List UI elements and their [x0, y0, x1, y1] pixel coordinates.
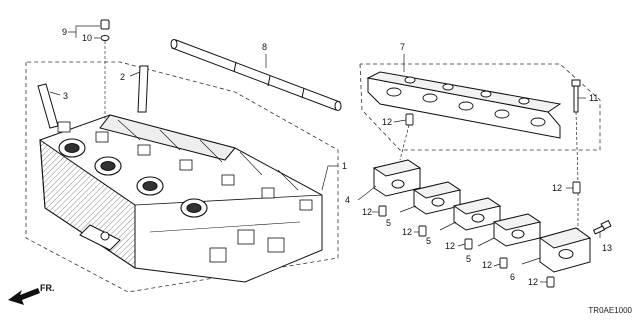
part-label-6: 6	[510, 272, 515, 282]
part-label-12: 12	[482, 260, 492, 270]
part-label-12: 12	[402, 227, 412, 237]
part-label-7: 7	[400, 42, 405, 52]
front-marker-label: FR.	[40, 283, 55, 293]
head-bosses	[57, 121, 313, 263]
holder-cap-4	[372, 159, 422, 197]
part-label-10: 10	[82, 33, 92, 43]
bolt-11	[571, 79, 581, 113]
holder-cap-5a	[412, 181, 462, 215]
part-labels: 9 10 2 3 8 7 11 1 4 5 5 5 6 13 12 12 12 …	[62, 27, 612, 287]
holder-caps	[372, 159, 592, 273]
part-label-9: 9	[62, 27, 67, 37]
part-label-5c: 5	[466, 254, 471, 264]
holder-cap-5c	[492, 213, 542, 247]
part-label-12: 12	[445, 241, 455, 251]
cylinder-head	[39, 114, 323, 283]
holder-lobes	[386, 76, 546, 127]
cylinder-head-frame	[25, 61, 339, 293]
dowel-pins	[378, 113, 581, 288]
part-label-13: 13	[602, 243, 612, 253]
head-fins	[117, 119, 299, 191]
holder-cap-5b	[452, 197, 502, 231]
bolt-13	[592, 219, 612, 235]
part-label-12: 12	[362, 207, 372, 217]
stud-bolts	[37, 65, 149, 129]
front-direction-marker: FR.	[8, 283, 55, 305]
part-label-12: 12	[528, 277, 538, 287]
intake-ports	[58, 138, 208, 218]
part-label-12: 12	[552, 183, 562, 193]
front-arrow-icon	[8, 288, 40, 305]
part-label-4: 4	[345, 195, 350, 205]
part-label-12: 12	[382, 117, 392, 127]
part-label-8: 8	[262, 42, 267, 52]
cap-and-washer	[100, 19, 110, 120]
diagram-code: TR0AE1000	[588, 306, 632, 315]
part-label-3: 3	[63, 91, 68, 101]
part-label-5b: 5	[426, 236, 431, 246]
leader-lines	[49, 25, 601, 283]
camshaft-holder	[366, 71, 562, 139]
part-label-11: 11	[589, 93, 598, 103]
oil-control-tube	[170, 39, 342, 111]
part-label-5a: 5	[386, 218, 391, 228]
part-label-1: 1	[342, 161, 347, 171]
holder-cap-6	[538, 227, 592, 273]
part-label-2: 2	[120, 72, 125, 82]
camshaft-holder-frame	[359, 63, 601, 151]
